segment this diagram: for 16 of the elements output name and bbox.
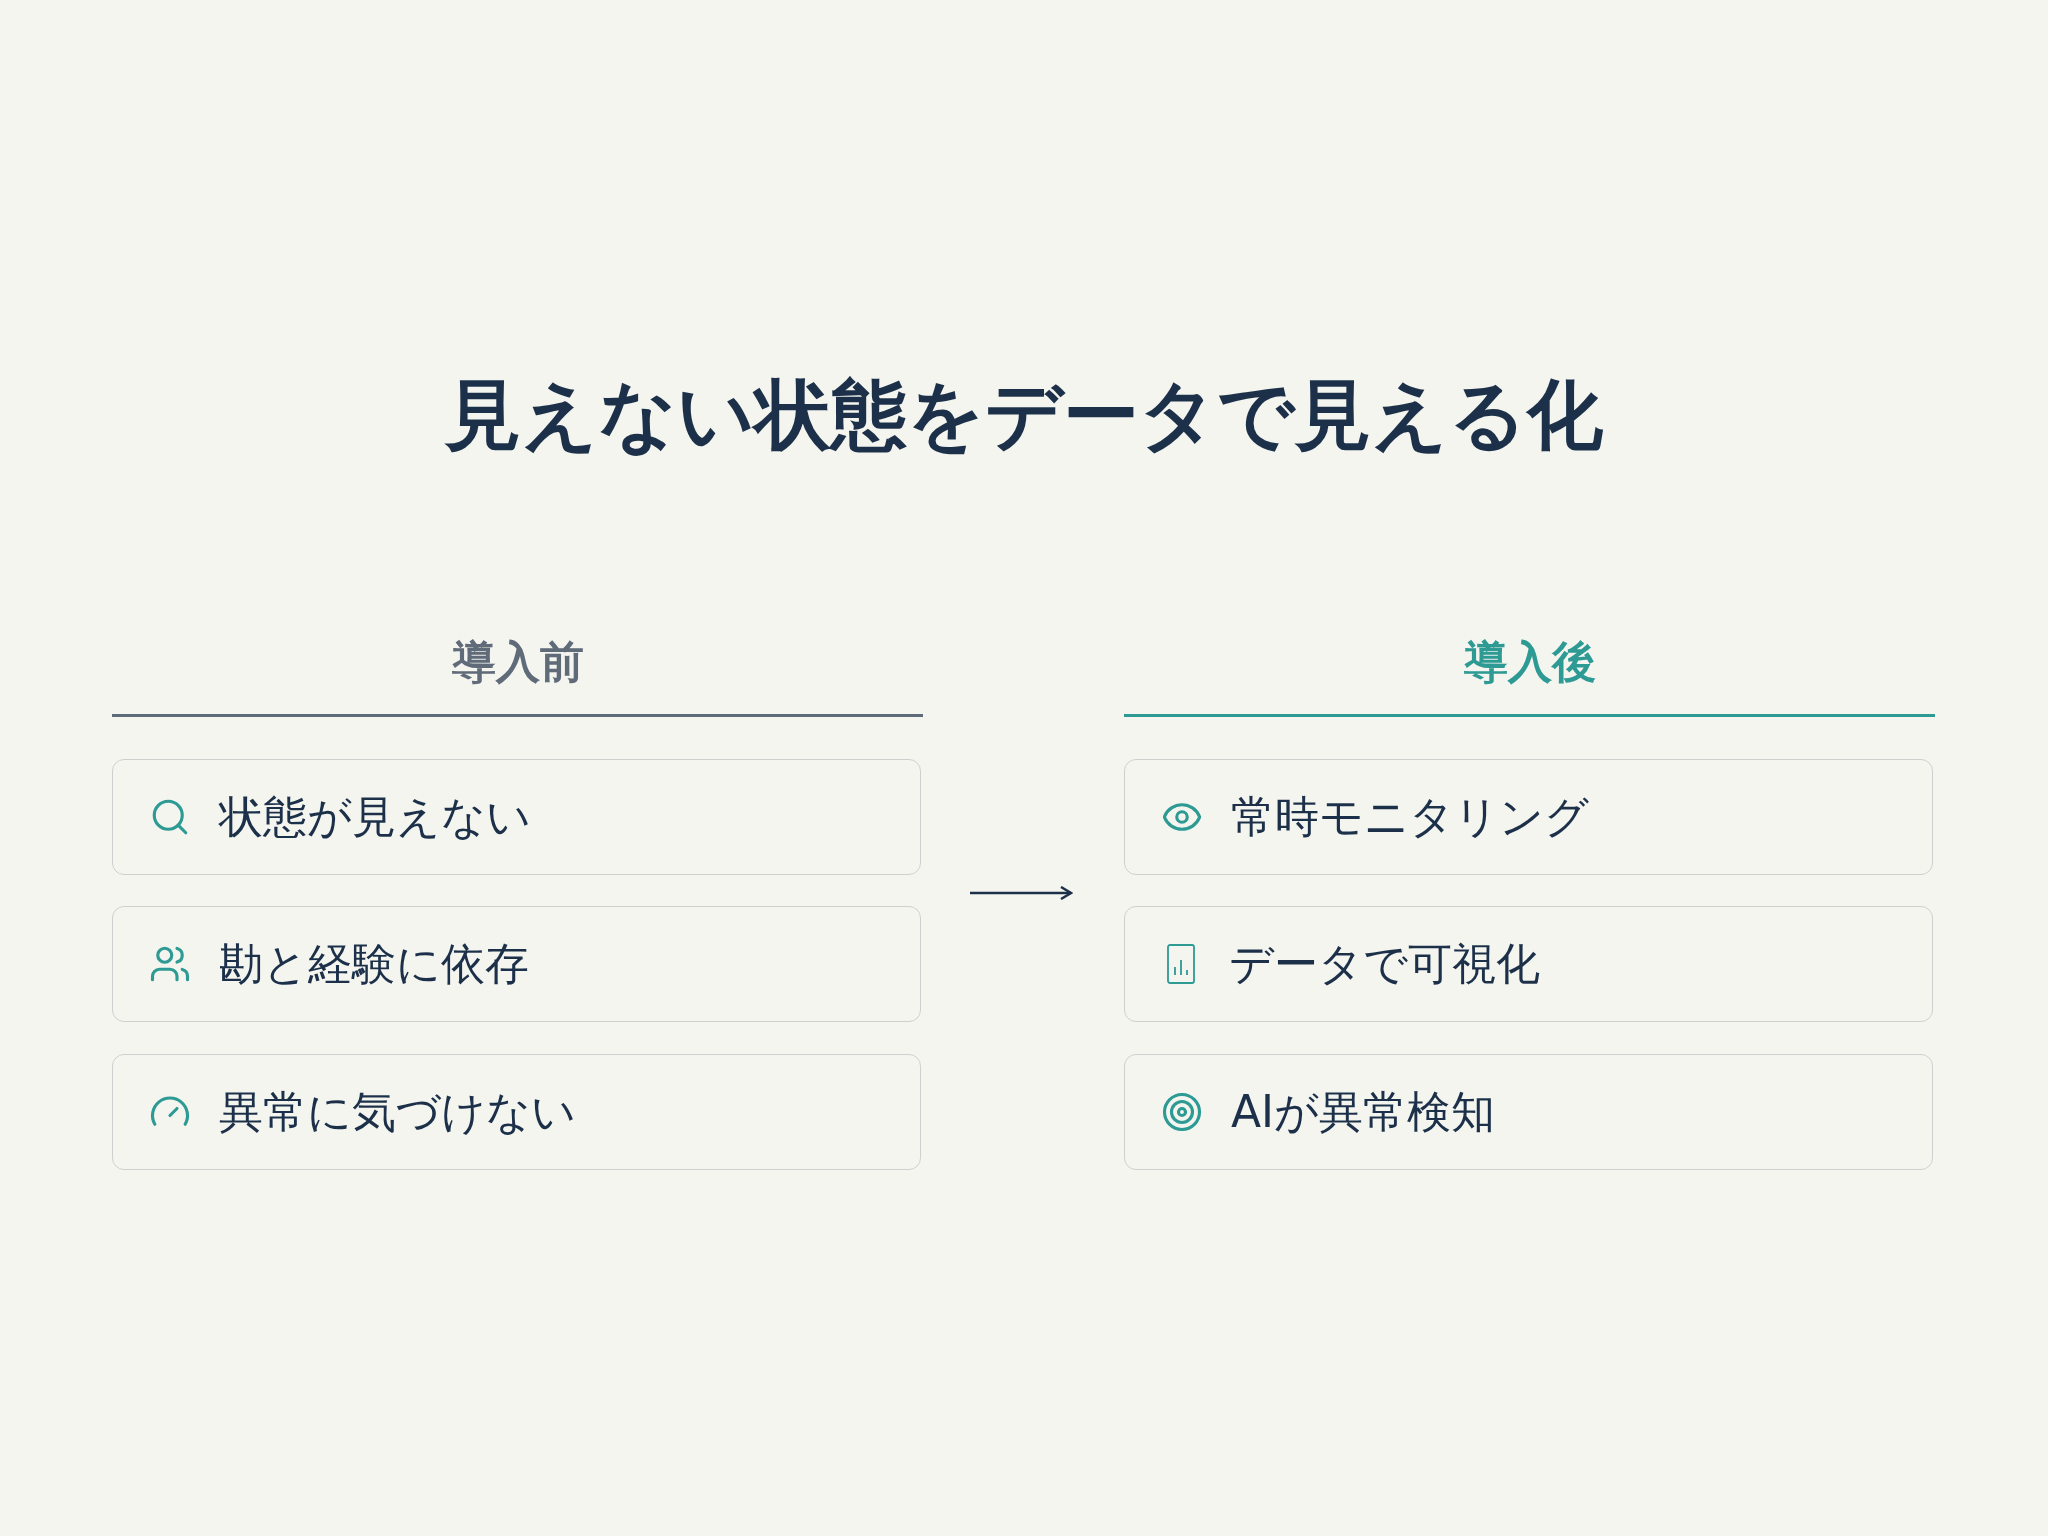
item-text: AIが異常検知 [1231, 1084, 1496, 1139]
item-card [1124, 906, 1933, 1022]
item-card [112, 1054, 921, 1170]
item-card [112, 906, 921, 1022]
item-text: 状態が見えない [219, 789, 531, 844]
arrow [970, 885, 1073, 901]
title: 見えない状態をデータで見える化 [443, 369, 1604, 461]
item-text: 常時モニタリング [1231, 789, 1589, 844]
item-card [112, 759, 921, 875]
item-text: データで可視化 [1229, 936, 1540, 991]
item-text: 勘と経験に依存 [219, 936, 529, 991]
column-header: 導入後 [1124, 630, 1935, 717]
item-text: 異常に気づけない [219, 1084, 576, 1139]
item-card [1124, 759, 1933, 875]
column-header: 導入前 [112, 630, 923, 717]
item-card [1124, 1054, 1933, 1170]
